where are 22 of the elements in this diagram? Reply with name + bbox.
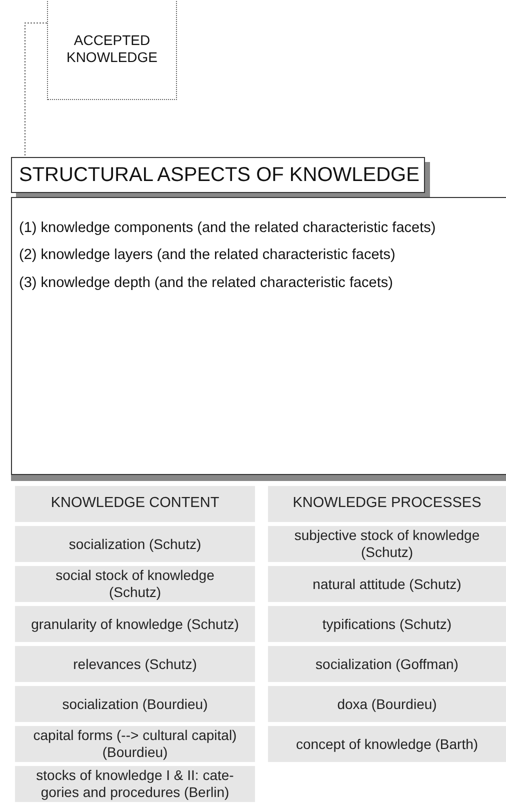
table-cell: socialization (Bourdieu) [15,686,255,722]
table-cell: relevances (Schutz) [15,646,255,682]
table-cell: socialization (Schutz) [15,526,255,562]
list-item: (1) knowledge components (and the related characteristic facets) [19,220,437,238]
column-header: KNOWLEDGE PROCESSES [268,486,506,522]
table-cell: concept of knowledge (Barth) [268,726,506,762]
table-cell: doxa (Bourdieu) [268,686,506,722]
node-label: ACCEPTED KNOWLEDGE [65,32,158,66]
table-cell: socialization (Goffman) [268,646,506,682]
table-cell: social stock of knowledge (Schutz) [15,566,255,602]
table-cell: typifications (Schutz) [268,606,506,642]
table-cell: stocks of knowledge I & II: cate-gories and procedures (Berlin) [15,766,255,802]
table-cell: capital forms (--> cultural capital) (Bourdieu) [15,726,255,762]
heading: STRUCTURAL ASPECTS OF KNOWLEDGE [19,163,420,187]
list-item: (2) knowledge layers (and the related characteristic facets) [19,247,396,265]
column-header: KNOWLEDGE CONTENT [15,486,255,522]
list-item: (3) knowledge depth (and the related characteristic facets) [19,274,394,292]
dotted-box [47,0,177,100]
table-cell: natural attitude (Schutz) [268,566,506,602]
table-cell: subjective stock of knowledge (Schutz) [268,526,506,562]
dotted-connector [24,22,48,158]
table-cell: granularity of knowledge (Schutz) [15,606,255,642]
